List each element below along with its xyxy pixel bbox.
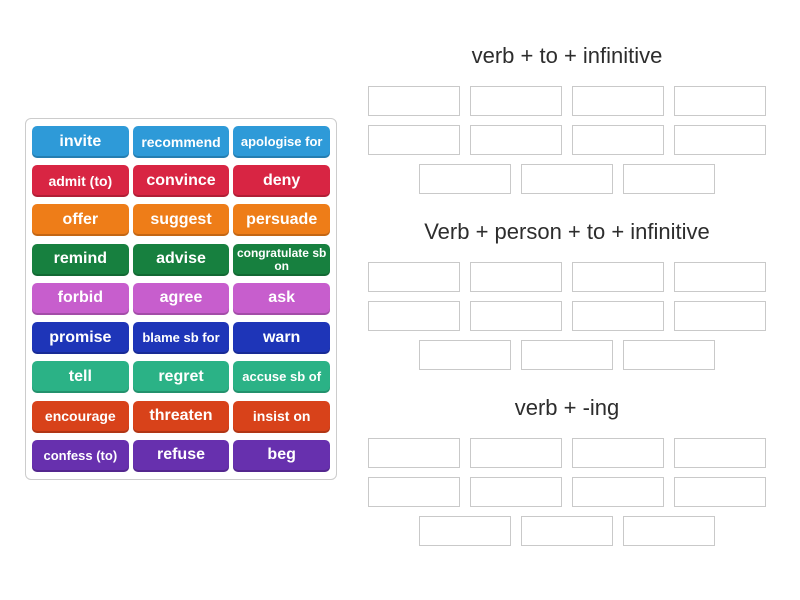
answer-slot[interactable] xyxy=(674,477,766,507)
slot-row xyxy=(368,438,766,468)
slot-row xyxy=(368,340,766,370)
word-tile[interactable]: warn xyxy=(233,322,330,355)
word-tile[interactable]: forbid xyxy=(32,282,129,315)
slot-row xyxy=(368,164,766,194)
sort-group: Verb + person + to + infinitive xyxy=(368,216,766,370)
answer-slot[interactable] xyxy=(623,340,715,370)
answer-slot[interactable] xyxy=(674,438,766,468)
answer-slot[interactable] xyxy=(470,438,562,468)
word-tile[interactable]: refuse xyxy=(132,439,230,472)
word-tile[interactable]: ask xyxy=(233,282,330,315)
slot-row xyxy=(368,516,766,546)
answer-slot[interactable] xyxy=(368,86,460,116)
group-title: verb + to + infinitive xyxy=(471,43,663,68)
group-title: verb + -ing xyxy=(514,395,620,420)
slot-row xyxy=(368,477,766,507)
answer-slot[interactable] xyxy=(470,86,562,116)
word-tile[interactable]: suggest xyxy=(132,204,230,237)
answer-slot[interactable] xyxy=(674,125,766,155)
word-tile[interactable]: persuade xyxy=(233,204,330,237)
word-tile[interactable]: congratulate sb on xyxy=(233,243,330,276)
answer-slot[interactable] xyxy=(470,477,562,507)
answer-slot[interactable] xyxy=(419,164,511,194)
word-tile[interactable]: accuse sb of xyxy=(233,361,330,394)
answer-slot[interactable] xyxy=(521,340,613,370)
slot-row xyxy=(368,301,766,331)
sort-group: verb + to + infinitive xyxy=(368,40,766,194)
answer-slot[interactable] xyxy=(572,438,664,468)
answer-slot[interactable] xyxy=(572,301,664,331)
answer-slot[interactable] xyxy=(368,438,460,468)
word-tile[interactable]: remind xyxy=(32,243,129,276)
group-title: Verb + person + to + infinitive xyxy=(424,219,710,244)
answer-slot[interactable] xyxy=(368,301,460,331)
answer-slot[interactable] xyxy=(521,516,613,546)
word-tile[interactable]: invite xyxy=(32,126,129,158)
answer-slot[interactable] xyxy=(572,262,664,292)
answer-slot[interactable] xyxy=(674,262,766,292)
answer-slot[interactable] xyxy=(368,477,460,507)
word-tile[interactable]: offer xyxy=(32,204,129,237)
word-tile[interactable]: promise xyxy=(32,322,129,355)
word-tile[interactable]: insist on xyxy=(233,400,330,433)
answer-slot[interactable] xyxy=(419,340,511,370)
answer-slot[interactable] xyxy=(470,125,562,155)
word-tile[interactable]: regret xyxy=(132,361,230,394)
word-tile[interactable]: agree xyxy=(132,282,230,315)
word-tile[interactable]: apologise for xyxy=(233,126,330,158)
word-tile[interactable]: convince xyxy=(132,165,230,198)
slot-row xyxy=(368,262,766,292)
slot-row xyxy=(368,125,766,155)
word-tile[interactable]: blame sb for xyxy=(132,322,230,355)
answer-slot[interactable] xyxy=(419,516,511,546)
answer-slot[interactable] xyxy=(521,164,613,194)
answer-slot[interactable] xyxy=(674,301,766,331)
word-tile[interactable]: tell xyxy=(32,361,129,394)
word-tile[interactable]: advise xyxy=(132,243,230,276)
word-tile[interactable]: confess (to) xyxy=(32,439,129,472)
answer-slot[interactable] xyxy=(368,125,460,155)
answer-slot[interactable] xyxy=(674,86,766,116)
word-tile[interactable]: beg xyxy=(233,439,330,472)
word-tile[interactable]: admit (to) xyxy=(32,165,129,198)
answer-slot[interactable] xyxy=(470,301,562,331)
sort-group: verb + -ing xyxy=(368,392,766,546)
answer-slot[interactable] xyxy=(470,262,562,292)
answer-slot[interactable] xyxy=(572,125,664,155)
answer-slot[interactable] xyxy=(572,477,664,507)
word-tile[interactable]: threaten xyxy=(132,400,230,433)
answer-slot[interactable] xyxy=(623,516,715,546)
answer-slot[interactable] xyxy=(572,86,664,116)
slot-row xyxy=(368,86,766,116)
word-tile[interactable]: deny xyxy=(233,165,330,198)
word-tile[interactable]: encourage xyxy=(32,400,129,433)
answer-slot[interactable] xyxy=(368,262,460,292)
word-tile[interactable]: recommend xyxy=(132,126,230,158)
answer-slot[interactable] xyxy=(623,164,715,194)
